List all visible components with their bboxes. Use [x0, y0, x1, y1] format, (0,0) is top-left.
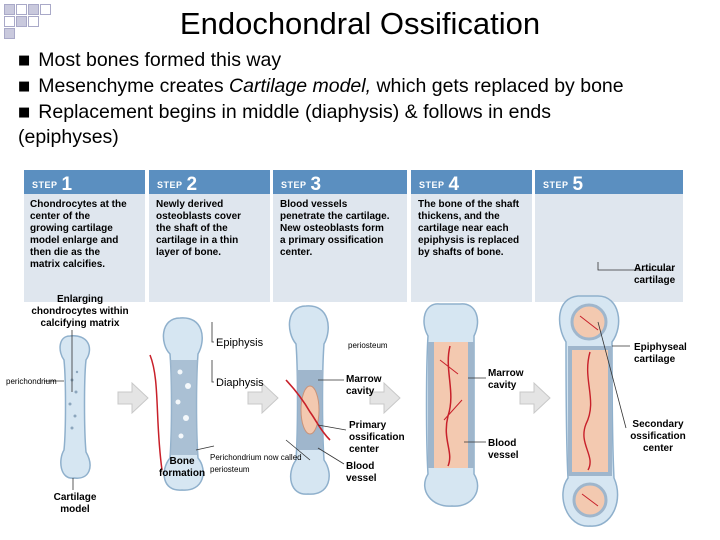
- step-1-panel: [24, 194, 145, 302]
- label-marrow-cavity-3: Marrow cavity: [346, 374, 382, 397]
- corner-square: [4, 28, 15, 39]
- corner-square: [4, 16, 15, 27]
- step-1-description: Chondrocytes at the center of the growin…: [30, 199, 127, 270]
- bullet-2: ■Mesenchyme creates Cartilage model, whi…: [18, 75, 624, 97]
- label-marrow-cavity-4: Marrow cavity: [488, 368, 524, 391]
- corner-square: [16, 16, 27, 27]
- arrow-2-3: [247, 381, 279, 415]
- corner-square: [40, 4, 51, 15]
- label-periosteum: periosteum: [348, 341, 388, 350]
- label-primary-ossification-center: Primary ossification center: [349, 420, 405, 455]
- step-4-panel: [411, 194, 532, 302]
- label-articular-cartilage: Articular cartilage: [634, 263, 676, 286]
- arrow-1-2: [117, 381, 149, 415]
- step-3-description: Blood vessels penetrate the cartilage. N…: [280, 199, 390, 258]
- label-blood-vessel-4: Blood vessel: [488, 438, 519, 461]
- stage-3-primary-center: [285, 305, 331, 495]
- step-4-description: The bone of the shaft thickens, and the …: [418, 199, 520, 258]
- bullet-3-continuation: (epiphyses): [18, 126, 119, 148]
- step-2-description: Newly derived osteoblasts cover the shaf…: [156, 199, 242, 258]
- corner-square: [16, 4, 27, 15]
- bullet-1: ■Most bones formed this way: [18, 49, 282, 71]
- corner-square: [28, 4, 39, 15]
- bullet-3: ■Replacement begins in middle (diaphysis…: [18, 101, 551, 123]
- arrow-3-4: [369, 381, 401, 415]
- label-enlarging-chondrocytes: Enlarging chondrocytes within calcifying…: [31, 294, 129, 329]
- stage-5-secondary-center: [558, 295, 620, 527]
- stage-2-bone-collar: [149, 317, 204, 491]
- label-blood-vessel-3: Blood vessel: [346, 461, 377, 484]
- corner-square: [4, 4, 15, 15]
- label-bone-formation: Bone formation: [158, 456, 206, 479]
- corner-square: [28, 16, 39, 27]
- step-2-panel: [149, 194, 270, 302]
- label-epiphysis: Epiphysis: [216, 337, 264, 349]
- slide-title: Endochondral Ossification: [179, 6, 541, 41]
- stage-4-shaft-thickens: [423, 303, 479, 507]
- label-cartilage-model: Cartilage model: [53, 492, 97, 515]
- label-perichondrium: perichondrium: [6, 377, 57, 386]
- label-diaphysis: Diaphysis: [216, 377, 264, 389]
- label-epiphyseal-cartilage: Epiphyseal cartilage: [634, 342, 687, 365]
- step-3-panel: [273, 194, 407, 302]
- step-5-panel: [535, 194, 683, 302]
- stage-1-cartilage-model: [59, 335, 91, 479]
- label-secondary-ossification-center: Secondary ossification center: [630, 419, 686, 454]
- arrow-4-5: [519, 381, 551, 415]
- label-perichondrium-now-periosteum: Perichondrium now called periosteum: [210, 453, 302, 474]
